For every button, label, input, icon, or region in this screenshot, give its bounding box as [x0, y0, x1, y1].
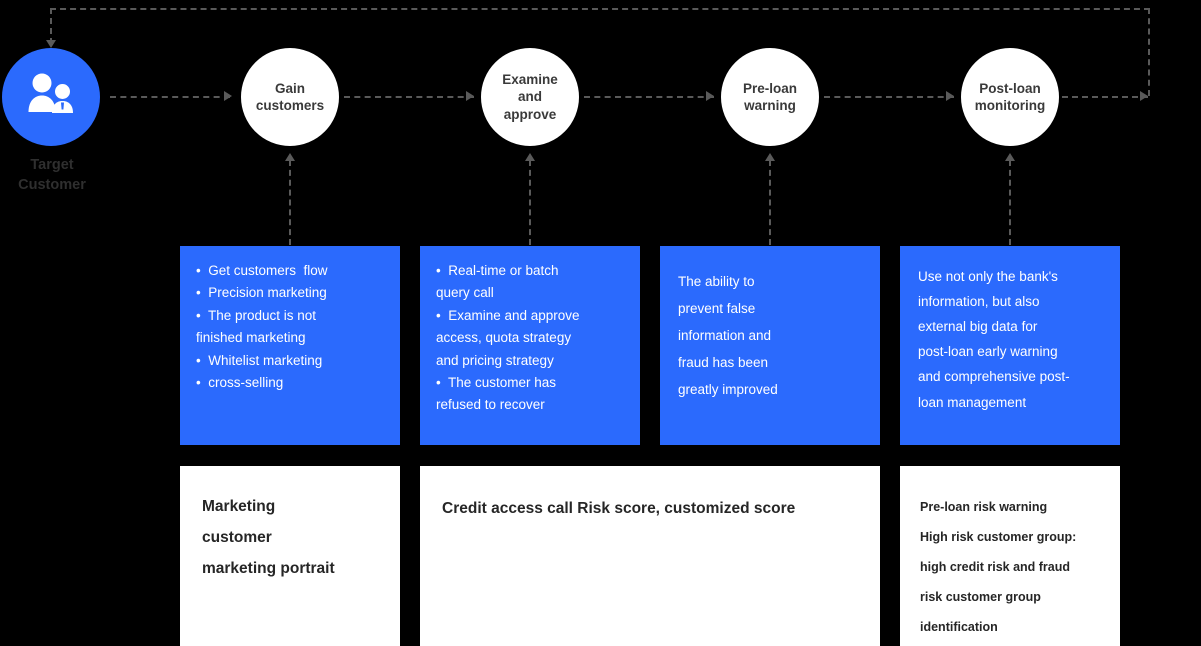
detail-line: • cross-selling	[196, 375, 284, 391]
summary-box-credit-access[interactable]: Credit access call Risk score, customize…	[420, 466, 880, 646]
connector-origin-to-gain	[110, 96, 230, 98]
detail-line: finished marketing	[196, 330, 306, 346]
connector-detail2-to-examine	[529, 160, 531, 245]
detail-line: and pricing strategy	[436, 352, 554, 368]
summary-line: high credit risk and fraud	[920, 560, 1071, 574]
connector-detail4-to-postloan	[1009, 160, 1011, 245]
summary-line: marketing portrait	[202, 560, 335, 577]
feedback-loop-top-line	[50, 8, 1150, 10]
detail-box-gain-customers[interactable]: • Get customers flow • Precision marketi…	[180, 246, 400, 445]
detail-line: query call	[436, 285, 494, 301]
summary-line: risk customer group	[920, 590, 1041, 604]
two-people-icon	[25, 72, 77, 123]
summary-line: Credit access call Risk score, customize…	[442, 500, 796, 517]
detail-line: prevent false	[678, 301, 756, 316]
detail-line: • The customer has	[436, 375, 557, 391]
detail-line: • Examine and approve	[436, 307, 580, 323]
detail-box-examine-approve[interactable]: • Real-time or batch query call • Examin…	[420, 246, 640, 445]
detail-line: • The product is not	[196, 307, 317, 323]
connector-detail3-arrowhead	[765, 153, 775, 161]
detail-line: The ability to	[678, 274, 755, 289]
stage-node-pre-loan-warning[interactable]: Pre-loan warning	[721, 48, 819, 146]
stage-node-post-loan-monitoring[interactable]: Post-loan monitoring	[961, 48, 1059, 146]
connector-gain-to-examine-arrowhead	[466, 91, 474, 101]
detail-line: • Get customers flow	[196, 263, 328, 278]
detail-line: information and	[678, 328, 772, 343]
connector-examine-to-preloan-arrowhead	[706, 91, 714, 101]
detail-line: loan management	[918, 394, 1027, 410]
stage-label-gain-customers: Gain customers	[255, 80, 325, 113]
detail-line: • Whitelist marketing	[196, 352, 323, 368]
detail-line: • Real-time or batch	[436, 263, 559, 278]
detail-line: greatly improved	[678, 382, 778, 397]
summary-box-marketing[interactable]: Marketing customer marketing portrait	[180, 466, 400, 646]
feedback-loop-arrowhead	[46, 40, 56, 48]
connector-preloan-to-postloan-arrowhead	[946, 91, 954, 101]
connector-preloan-to-postloan	[824, 96, 954, 98]
stage-label-pre-loan-warning: Pre-loan warning	[742, 80, 797, 113]
post-loan-exit-line	[1062, 96, 1148, 98]
feedback-loop-left-line	[50, 8, 52, 44]
detail-line: • Precision marketing	[196, 285, 327, 301]
target-customer-label: Target Customer	[18, 157, 86, 193]
detail-line: fraud has been	[678, 355, 769, 370]
summary-line: customer	[202, 529, 272, 546]
detail-box-pre-loan-warning[interactable]: The ability to prevent false information…	[660, 246, 880, 445]
summary-box-pre-loan-risk[interactable]: Pre-loan risk warning High risk customer…	[900, 466, 1120, 646]
detail-line: access, quota strategy	[436, 330, 572, 346]
detail-box-post-loan-monitoring[interactable]: Use not only the bank's information, but…	[900, 246, 1120, 445]
detail-line: Use not only the bank's	[918, 269, 1058, 284]
connector-detail2-arrowhead	[525, 153, 535, 161]
detail-line: and comprehensive post-	[918, 369, 1070, 385]
stage-node-gain-customers[interactable]: Gain customers	[241, 48, 339, 146]
connector-detail4-arrowhead	[1005, 153, 1015, 161]
summary-line: Pre-loan risk warning	[920, 500, 1048, 514]
detail-line: refused to recover	[436, 397, 545, 413]
connector-examine-to-preloan	[584, 96, 714, 98]
summary-line: identification	[920, 620, 998, 634]
stage-node-examine-approve[interactable]: Examine and approve	[481, 48, 579, 146]
feedback-loop-right-line	[1148, 8, 1150, 96]
connector-gain-to-examine	[344, 96, 474, 98]
connector-detail1-to-gain	[289, 160, 291, 245]
summary-line: Marketing	[202, 498, 276, 515]
detail-line: post-loan early warning	[918, 344, 1058, 360]
connector-origin-to-gain-arrowhead	[224, 91, 232, 101]
stage-label-examine-approve: Examine and approve	[502, 72, 558, 122]
target-customer-node[interactable]	[2, 48, 100, 146]
connector-detail3-to-preloan	[769, 160, 771, 245]
detail-line: external big data for	[918, 319, 1038, 335]
detail-line: information, but also	[918, 294, 1040, 310]
summary-line: High risk customer group:	[920, 530, 1077, 544]
stage-label-post-loan-monitoring: Post-loan monitoring	[974, 80, 1046, 113]
connector-detail1-arrowhead	[285, 153, 295, 161]
post-loan-exit-arrowhead	[1140, 91, 1148, 101]
